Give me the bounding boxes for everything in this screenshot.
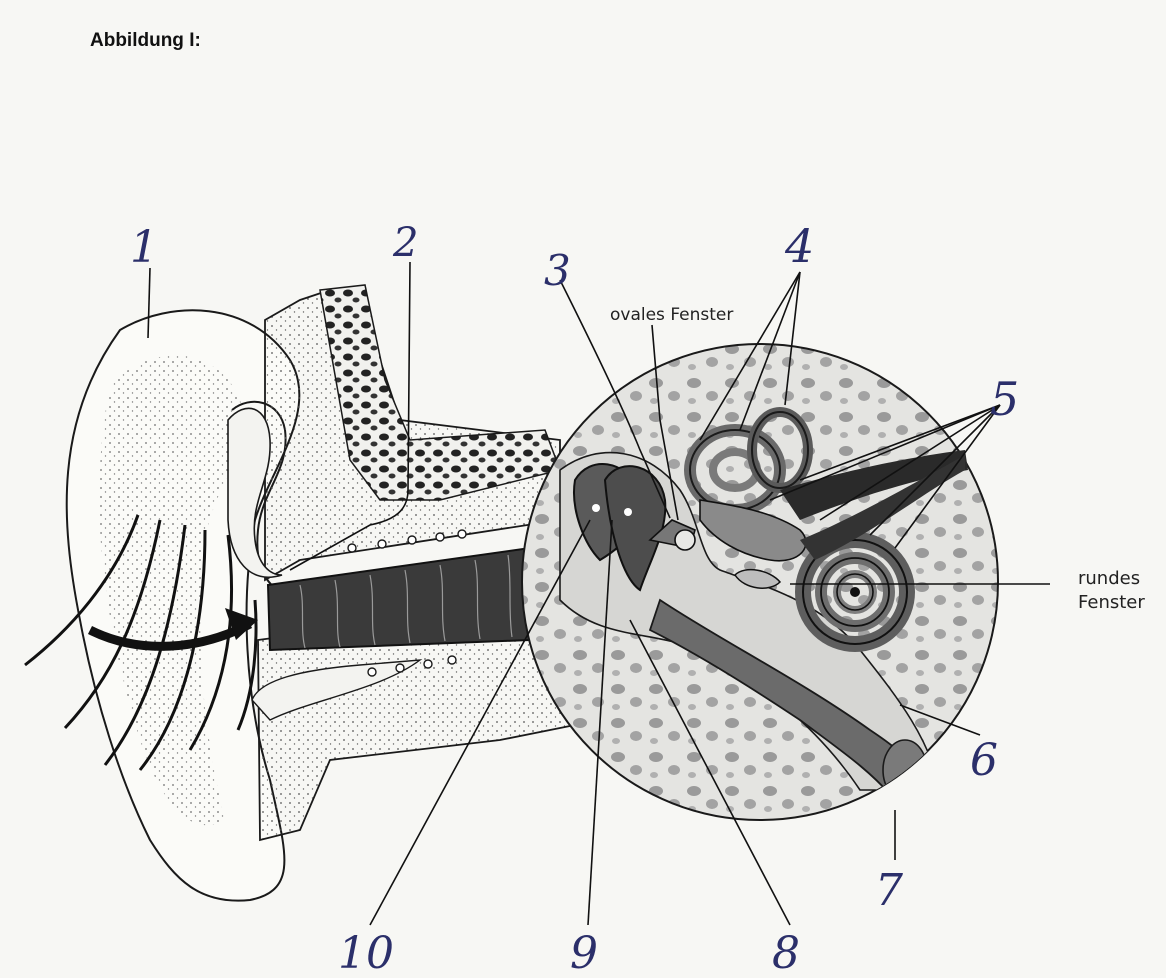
auditory-canal: [268, 548, 545, 650]
ossicle-point-b: [624, 508, 632, 516]
ossicle-point-a: [592, 504, 600, 512]
label-4: 4: [784, 219, 814, 273]
label-10: 10: [338, 928, 394, 978]
oval-window-label: ovales Fenster: [610, 305, 733, 325]
label-7: 7: [875, 865, 903, 916]
label-3: 3: [544, 246, 571, 295]
round-window-label-line2: Fenster: [1078, 592, 1145, 613]
middle-inner-ear-zoom: [522, 344, 998, 820]
label-9: 9: [570, 928, 598, 978]
label-8: 8: [772, 928, 800, 978]
temporal-bone-spongy: [320, 285, 560, 500]
label-1: 1: [130, 222, 158, 273]
label-2: 2: [392, 220, 418, 266]
round-window-label-line1: rundes: [1078, 568, 1140, 589]
eustachian-opening: [883, 740, 927, 800]
label-6: 6: [970, 735, 998, 786]
label-5: 5: [990, 372, 1019, 426]
oval-window: [675, 530, 695, 550]
